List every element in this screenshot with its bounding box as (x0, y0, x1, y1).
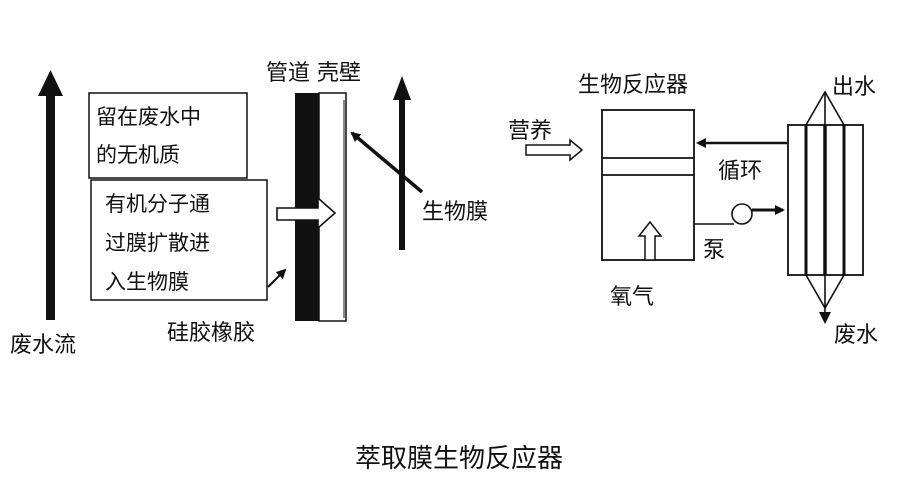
recycle-label: 循环 (718, 159, 762, 184)
bioreactor-label: 生物反应器 (578, 73, 688, 98)
oxygen-arrow (637, 220, 663, 261)
pump-icon (731, 203, 753, 225)
silicone-rubber-label: 硅胶橡胶 (167, 321, 255, 346)
nutrient-label: 营养 (508, 119, 552, 144)
wastewater-outlet-label: 废水 (834, 323, 878, 348)
effluent-label: 出水 (832, 75, 876, 100)
diffusion-arrow (276, 196, 337, 230)
nutrient-arrow (525, 138, 584, 162)
pipe-flow-arrow (393, 76, 411, 250)
wastewater-flow-label: 废水流 (10, 333, 76, 358)
diagram-title: 萃取膜生物反应器 (355, 444, 563, 474)
inorganic-box-line-2: 的无机质 (96, 143, 180, 167)
organic-box-line-3: 入生物膜 (105, 270, 189, 294)
wastewater-outlet-arrowhead (819, 312, 831, 324)
organic-diffusion-box (90, 179, 268, 301)
silicone-pointer-arrow (267, 268, 287, 288)
inorganic-matter-box (88, 92, 248, 179)
organic-box-line-2: 过膜扩散进 (105, 231, 210, 255)
pipe-wall-label: 管道 壳壁 (266, 61, 361, 86)
silicone-membrane-wall (295, 93, 319, 321)
biofilm-pointer-arrow (350, 131, 424, 194)
right-panel: 生物反应器 营养 氧气 循环 泵 出水 废水 (508, 73, 878, 348)
oxygen-label: 氧气 (610, 285, 654, 310)
pump-label: 泵 (703, 238, 725, 263)
left-panel: 废水流 留在废水中 的无机质 有机分子通 过膜扩散进 入生物膜 硅胶橡胶 管道 … (10, 61, 488, 358)
biofilm-label: 生物膜 (422, 200, 488, 225)
inorganic-box-line-1: 留在废水中 (96, 105, 201, 129)
wastewater-flow-arrow (38, 70, 63, 320)
organic-box-line-1: 有机分子通 (105, 192, 210, 216)
